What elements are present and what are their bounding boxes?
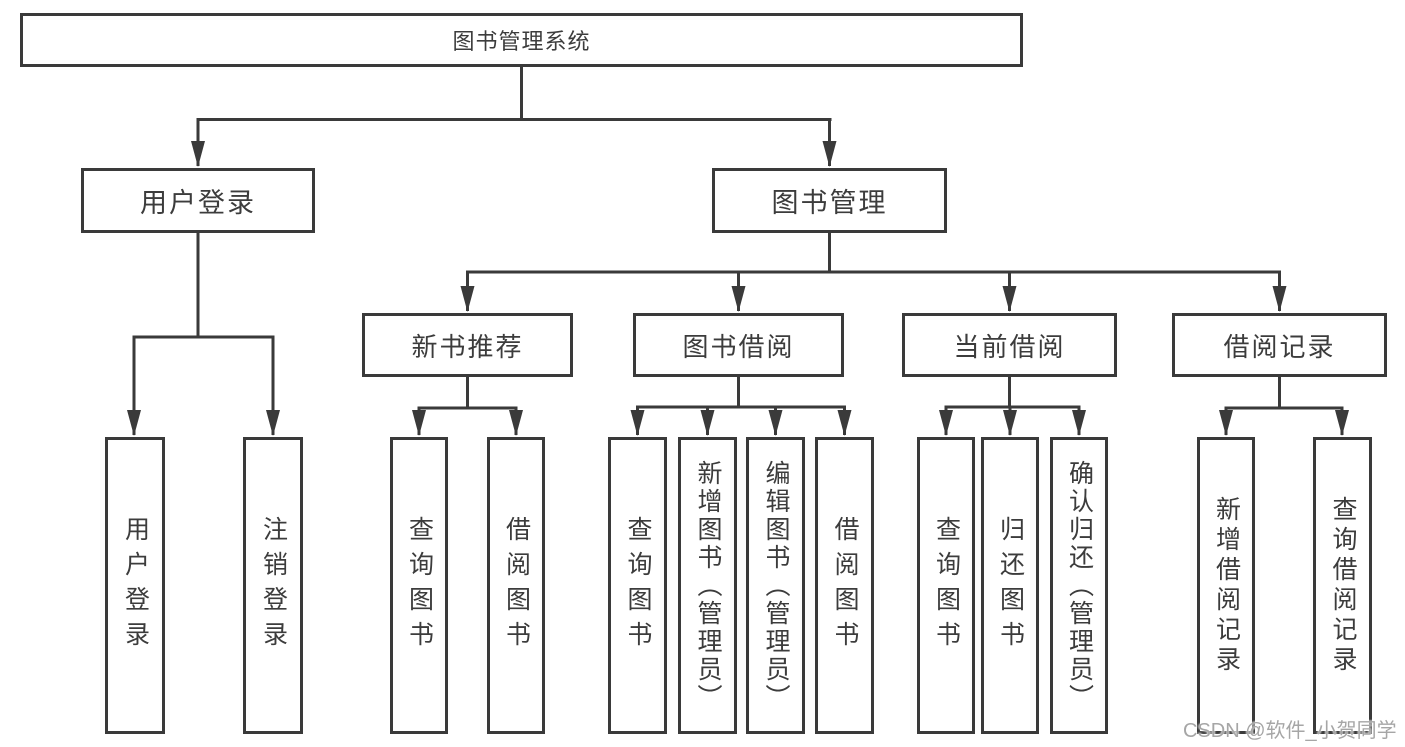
node-label: 新书推荐 bbox=[411, 331, 524, 362]
leaf-query-books-current: 查询图书 bbox=[917, 437, 975, 734]
leaf-label: 用户登录 bbox=[121, 515, 150, 656]
leaf-query-borrow-record: 查询借阅记录 bbox=[1313, 437, 1372, 734]
node-label: 图书借阅 bbox=[682, 331, 795, 362]
node-label: 当前借阅 bbox=[953, 331, 1066, 362]
leaf-logout: 注销登录 bbox=[243, 437, 303, 734]
leaf-label: 确认归还（管理员） bbox=[1065, 459, 1094, 712]
leaf-label: 编辑图书（管理员） bbox=[762, 459, 790, 712]
leaf-add-borrow-record: 新增借阅记录 bbox=[1197, 437, 1255, 734]
leaf-label: 新增图书（管理员） bbox=[694, 459, 722, 712]
node-label: 图书管理 bbox=[771, 188, 888, 218]
leaf-borrow-books: 借阅图书 bbox=[815, 437, 874, 734]
leaf-query-books-recommend: 查询图书 bbox=[390, 437, 448, 734]
node-root-label: 图书管理系统 bbox=[452, 29, 591, 54]
node-new-book-recommend: 新书推荐 bbox=[362, 313, 573, 377]
leaf-label: 注销登录 bbox=[259, 515, 288, 656]
leaf-label: 借阅图书 bbox=[502, 515, 531, 656]
leaf-label: 查询图书 bbox=[405, 515, 434, 656]
node-label: 用户登录 bbox=[140, 188, 256, 218]
leaf-user-login: 用户登录 bbox=[105, 437, 165, 734]
csdn-watermark: CSDN @软件_小贺同学 bbox=[1183, 720, 1397, 742]
node-book-management: 图书管理 bbox=[712, 168, 947, 233]
leaf-label: 借阅图书 bbox=[831, 515, 859, 656]
leaf-return-books: 归还图书 bbox=[981, 437, 1039, 734]
leaf-add-book-admin: 新增图书（管理员） bbox=[678, 437, 737, 734]
leaf-borrow-books-recommend: 借阅图书 bbox=[487, 437, 545, 734]
node-current-borrow: 当前借阅 bbox=[902, 313, 1117, 377]
leaf-label: 查询借阅记录 bbox=[1329, 495, 1357, 676]
leaf-label: 查询图书 bbox=[624, 515, 652, 656]
node-label: 借阅记录 bbox=[1223, 331, 1336, 362]
node-borrow-records: 借阅记录 bbox=[1172, 313, 1387, 377]
leaf-confirm-return-admin: 确认归还（管理员） bbox=[1050, 437, 1108, 734]
node-root: 图书管理系统 bbox=[20, 13, 1023, 67]
leaf-label: 归还图书 bbox=[996, 515, 1025, 656]
leaf-label: 新增借阅记录 bbox=[1212, 495, 1241, 676]
node-book-borrow: 图书借阅 bbox=[633, 313, 844, 377]
leaf-edit-book-admin: 编辑图书（管理员） bbox=[746, 437, 805, 734]
node-user-login: 用户登录 bbox=[81, 168, 315, 233]
leaf-label: 查询图书 bbox=[932, 515, 961, 656]
leaf-query-books-borrow: 查询图书 bbox=[608, 437, 667, 734]
